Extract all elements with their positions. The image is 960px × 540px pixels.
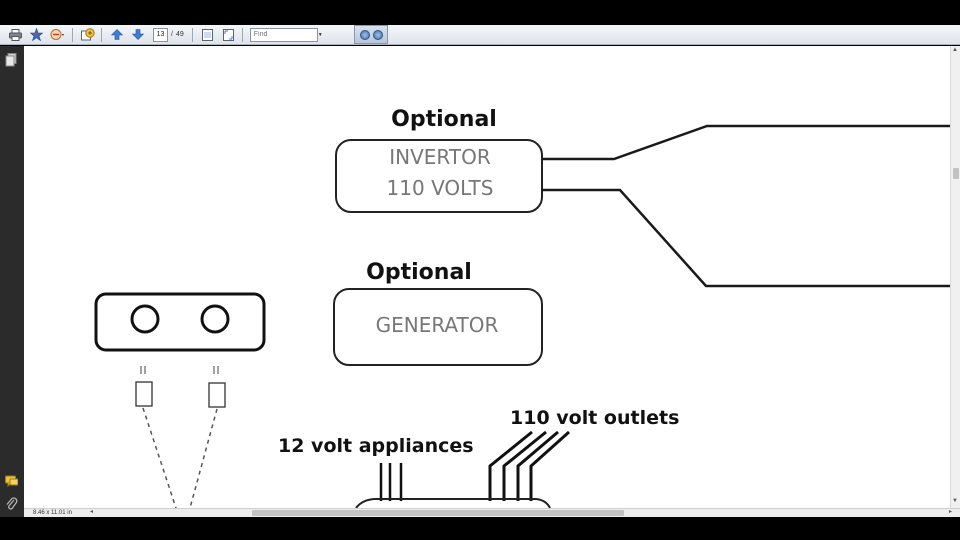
invertor-volts-label: 110 VOLTS bbox=[387, 176, 494, 200]
page-down-icon bbox=[132, 29, 144, 40]
printer-icon bbox=[8, 28, 22, 41]
full-screen-icon bbox=[223, 28, 235, 41]
fit-page-button[interactable] bbox=[199, 27, 217, 43]
annotate-icon bbox=[50, 29, 64, 40]
outlet-socket-right bbox=[200, 304, 230, 334]
invertor-upper-wire bbox=[542, 124, 950, 161]
invertor-box bbox=[335, 139, 543, 213]
scroll-down-arrow[interactable]: ▼ bbox=[952, 498, 958, 504]
toolbar-separator bbox=[72, 27, 73, 42]
star-icon bbox=[29, 28, 43, 41]
annotate-button[interactable] bbox=[48, 27, 68, 43]
page-up-button[interactable] bbox=[108, 27, 126, 43]
optional-label-invertor: Optional bbox=[391, 107, 497, 132]
outlet-socket-left bbox=[130, 304, 160, 334]
invertor-lower-wire bbox=[542, 188, 950, 288]
find-dropdown-arrow[interactable]: ▼ bbox=[317, 31, 323, 38]
toolbar-separator bbox=[191, 27, 193, 42]
find-box: ▼ bbox=[249, 27, 323, 42]
page-size-readout: 8.46 x 11.01 in bbox=[33, 510, 72, 516]
pdf-page: Optional INVERTOR 110 VOLTS Optional GEN… bbox=[24, 46, 950, 508]
find-input[interactable] bbox=[253, 28, 310, 41]
left-side-panel bbox=[0, 46, 24, 517]
page-total: 49 bbox=[175, 31, 184, 38]
status-bar: 8.46 x 11.01 in ◂ ▸ bbox=[24, 508, 960, 517]
scroll-up-arrow[interactable]: ▲ bbox=[952, 47, 958, 53]
attachment-icon[interactable] bbox=[5, 497, 18, 511]
horizontal-scroll-thumb[interactable] bbox=[252, 510, 624, 516]
page-down-button[interactable] bbox=[129, 27, 147, 43]
power-plug-left bbox=[135, 366, 177, 508]
forward-button[interactable] bbox=[372, 29, 383, 40]
fit-page-icon bbox=[202, 28, 214, 41]
snapshot-icon bbox=[81, 28, 95, 41]
12-volt-wires bbox=[379, 463, 403, 501]
wiring-diagram: Optional INVERTOR 110 VOLTS Optional GEN… bbox=[94, 107, 950, 508]
viewer-toolbar: / 49 ▼ bbox=[0, 25, 960, 45]
pages-icon[interactable] bbox=[5, 53, 18, 67]
full-screen-button[interactable] bbox=[220, 27, 238, 43]
bottom-black-border bbox=[0, 517, 960, 540]
star-button[interactable] bbox=[27, 27, 45, 43]
toolbar-separator bbox=[241, 27, 243, 42]
110-volt-outlets-label: 110 volt outlets bbox=[510, 407, 679, 429]
optional-label-generator: Optional bbox=[366, 260, 472, 285]
toolbar-separator bbox=[101, 27, 102, 42]
print-button[interactable] bbox=[6, 27, 24, 43]
back-button[interactable] bbox=[359, 29, 370, 40]
power-plug-right bbox=[189, 366, 226, 508]
page-up-icon bbox=[111, 29, 123, 40]
snapshot-button[interactable] bbox=[79, 27, 97, 43]
invertor-label: INVERTOR bbox=[389, 145, 491, 169]
comments-icon[interactable] bbox=[5, 474, 18, 488]
generator-box bbox=[333, 288, 543, 366]
110-volt-wires bbox=[488, 430, 571, 501]
vertical-scroll-thumb[interactable] bbox=[953, 168, 959, 179]
navigation-button-group bbox=[354, 25, 388, 44]
scroll-left-arrow[interactable]: ◂ bbox=[90, 509, 94, 515]
12-volt-appliances-label: 12 volt appliances bbox=[278, 435, 474, 457]
shore-power-outlet bbox=[94, 292, 266, 352]
vertical-scrollbar[interactable]: ▲ ▼ bbox=[950, 46, 960, 508]
scroll-right-arrow[interactable]: ▸ bbox=[948, 509, 952, 515]
page-number-input[interactable] bbox=[153, 27, 168, 42]
distribution-panel bbox=[355, 498, 551, 508]
top-black-border bbox=[0, 0, 960, 25]
generator-label: GENERATOR bbox=[376, 313, 499, 337]
page-separator: / bbox=[171, 31, 173, 38]
horizontal-scrollbar[interactable]: ◂ ▸ bbox=[90, 509, 960, 517]
